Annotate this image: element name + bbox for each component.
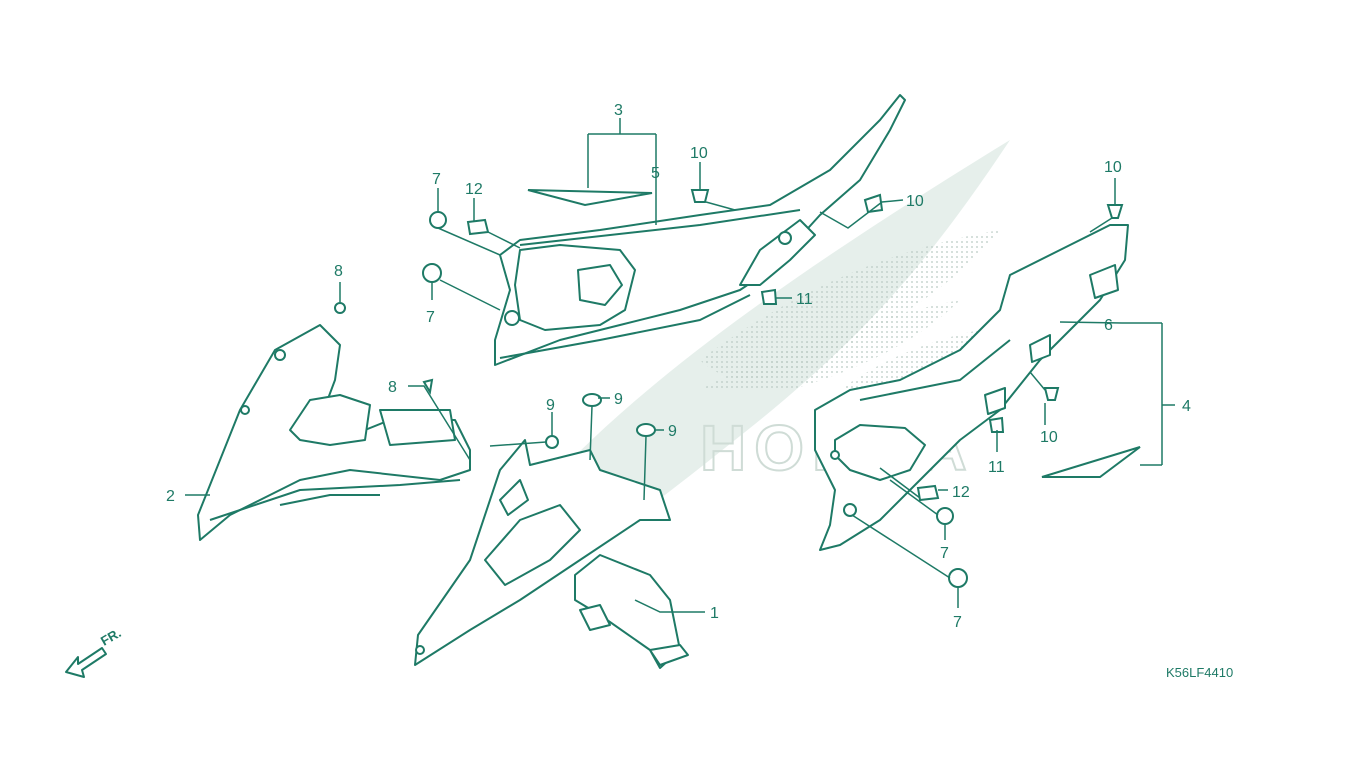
part-2-left-inner-cover [197,324,471,541]
leader-lines [185,118,1175,613]
callout-10c: 10 [1104,159,1122,176]
part-1-front-inner-lower [414,439,689,669]
trim-clip-10c [1106,204,1124,219]
trim-clip-10d [1043,387,1060,401]
callout-7d: 7 [953,614,962,631]
grommet-7a [429,211,447,229]
callout-10d: 10 [1040,429,1058,446]
callout-9a: 9 [546,397,555,414]
grommet-7d [948,568,968,588]
part-3-stripe-center [527,189,653,207]
nut-11a [760,288,778,305]
callout-5: 5 [651,165,660,182]
callout-4: 4 [1182,398,1191,415]
grommet-7b [422,263,442,283]
grommet-7c [936,507,954,525]
callout-10a: 10 [690,145,708,162]
bolt-8b [422,378,434,395]
clip-9a [545,435,559,449]
callout-12b: 12 [952,484,970,501]
callout-8a: 8 [334,263,343,280]
screw-12a [466,218,490,236]
trim-clip-10b [863,193,884,214]
diagram-code: K56LF4410 [1166,665,1233,680]
callout-8b: 8 [388,379,397,396]
fasteners [334,189,1124,588]
callout-1: 1 [710,605,719,622]
callout-2: 2 [166,488,175,505]
arrow-left-icon [65,647,107,678]
callout-9b: 9 [614,391,623,408]
callout-7a: 7 [432,171,441,188]
callout-3: 3 [614,102,623,119]
trim-clip-10a [690,189,710,203]
clip-9c [636,423,656,437]
callout-7c: 7 [940,545,949,562]
part-6-right-side-cover [814,224,1129,551]
callout-12a: 12 [465,181,483,198]
screw-12b [916,484,940,502]
nut-11b [988,416,1005,433]
callout-6: 6 [1104,317,1113,334]
callout-9c: 9 [668,423,677,440]
callout-7b: 7 [426,309,435,326]
front-label: FR. [98,625,124,648]
front-arrow: FR. [65,625,124,678]
part-5-center-side-cover [494,94,906,366]
callout-10b: 10 [906,193,924,210]
callout-11b: 11 [988,459,1005,476]
part-4-stripe-right [1041,446,1141,478]
bolt-8a [334,302,346,314]
clip-9b [582,393,602,407]
callout-11a: 11 [796,291,813,308]
callouts: 3 5 10 10 10 7 12 7 11 8 8 9 9 9 6 4 10 … [166,102,1191,631]
